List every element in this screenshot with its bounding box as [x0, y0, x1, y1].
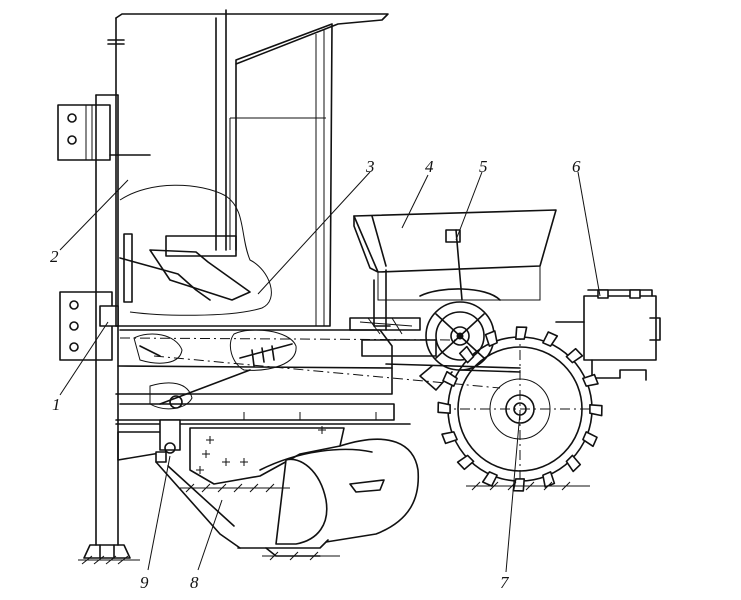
coupling-bracket [155, 419, 181, 463]
wheel-spike [481, 471, 498, 487]
wheel-spike [458, 345, 475, 364]
leader-lines [59, 171, 601, 573]
wheel-spike [582, 373, 599, 387]
wheel-spike [437, 401, 451, 415]
metering-wheel [419, 288, 501, 391]
wheel-spike [442, 370, 458, 387]
wheel-spike [441, 431, 458, 445]
wheel-spike [456, 454, 475, 471]
main-beam [115, 329, 411, 425]
callout-8: 8 [190, 573, 199, 592]
callout-6: 6 [572, 157, 581, 176]
ridger-plough [117, 426, 420, 557]
callout-1: 1 [52, 395, 61, 414]
wheel-spike [542, 331, 559, 347]
wheel-spike [565, 347, 584, 364]
wheel-spike [565, 454, 582, 473]
wheel-spike [589, 403, 603, 417]
wheel-spike [514, 326, 528, 340]
hopper [353, 209, 557, 331]
main-frame [57, 94, 131, 559]
transmission-shaft [119, 317, 521, 389]
wheel-spike [484, 330, 498, 347]
wheel-spike [542, 471, 556, 488]
planting-box [555, 289, 661, 381]
wheel-spike [582, 431, 598, 448]
spiked-wheel [437, 326, 603, 492]
plough-plus-marks [196, 426, 326, 474]
callout-3: 3 [365, 157, 375, 176]
ground-lines [78, 481, 590, 565]
callout-9: 9 [140, 573, 149, 592]
callout-7: 7 [500, 573, 510, 592]
hood-housing [107, 9, 389, 327]
wheel-spike [512, 478, 526, 492]
callout-2: 2 [50, 247, 59, 266]
callout-5: 5 [479, 157, 488, 176]
callout-4: 4 [425, 157, 434, 176]
callout-labels: 1 2 3 4 5 6 7 8 9 [50, 157, 581, 592]
